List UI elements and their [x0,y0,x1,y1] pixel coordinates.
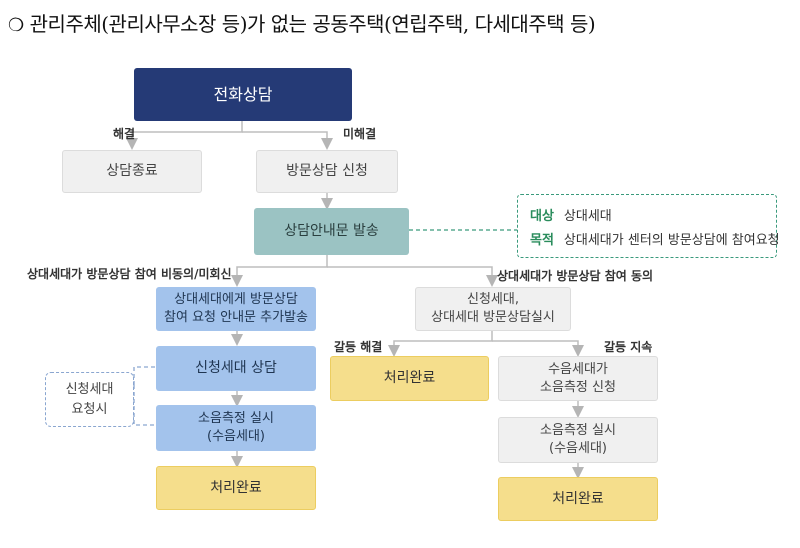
label-resolved: 해결 [113,127,136,141]
label-conflict-resolved: 갈등 해결 [334,340,383,354]
label-conflict-continue: 갈등 지속 [604,340,653,354]
label-agree: 상대세대가 방문상담 참여 동의 [497,269,654,283]
heading-text: 관리주체(관리사무소장 등)가 없는 공동주택(연립주택, 다세대주택 등) [29,12,596,36]
node-guide-send: 상담안내문 발송 [254,208,409,255]
target-purpose-note: 대상 상대세대 목적 상대세대가 센터의 방문상담에 참여요청 [517,194,780,258]
target-tag: 대상 [530,209,554,224]
target-text: 상대세대 [563,209,612,224]
circle-bullet-icon: ❍ [8,15,24,36]
node-visit-apply: 방문상담 신청 [256,150,398,193]
page-heading: ❍관리주체(관리사무소장 등)가 없는 공동주택(연립주택, 다세대주택 등) [8,8,596,37]
node-phone-consult: 전화상담 [134,68,352,121]
purpose-tag: 목적 [530,233,554,248]
node-measure-left: 소음측정 실시 (수음세대) [156,405,316,451]
node-measure-right: 소음측정 실시 (수음세대) [498,417,658,463]
node-done-left: 처리완료 [156,466,316,510]
node-done-mid: 처리완료 [330,356,489,401]
side-note-request: 신청세대 요청시 [45,372,134,427]
node-end-consult: 상담종료 [62,150,202,193]
node-receiver-apply: 수음세대가 소음측정 신청 [498,356,658,401]
label-unresolved: 미해결 [343,127,377,141]
node-done-right: 처리완료 [498,477,658,521]
node-resend-request: 상대세대에게 방문상담 참여 요청 안내문 추가발송 [156,287,316,331]
purpose-text: 상대세대가 센터의 방문상담에 참여요청 [563,233,780,248]
node-visit-both: 신청세대, 상대세대 방문상담실시 [415,287,571,331]
node-applicant-consult: 신청세대 상담 [156,346,316,391]
label-not-agree: 상대세대가 방문상담 참여 비동의/미회신 [27,267,232,281]
